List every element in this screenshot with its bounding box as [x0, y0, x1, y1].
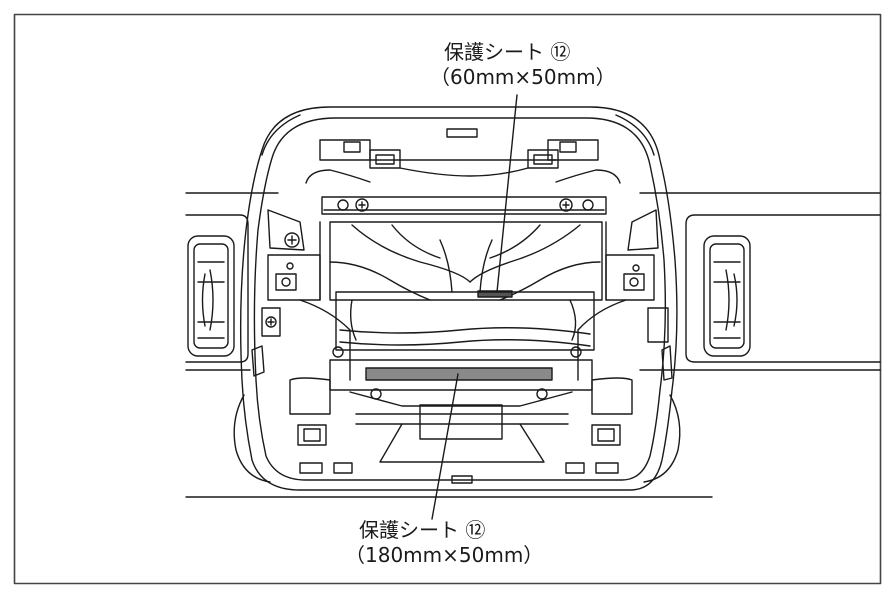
protective-sheet-small: [477, 290, 513, 298]
center-opening: [329, 221, 603, 301]
callout-top: 保護シート ⑫ （60mm×50mm）: [430, 40, 616, 90]
leader-line-bottom: [431, 373, 459, 520]
left-air-vent: [185, 214, 249, 363]
outer-bezel: [233, 106, 681, 491]
callout-bottom-size: （180mm×50mm）: [345, 543, 544, 567]
leader-line-top: [496, 94, 518, 293]
dash-line-right: [639, 192, 881, 371]
bottom-clips: [297, 424, 621, 484]
callout-bottom: 保護シート ⑫ （180mm×50mm）: [345, 518, 543, 568]
upper-bracket: [305, 169, 621, 215]
callout-bottom-name: 保護シート ⑫: [359, 518, 486, 542]
protective-sheet-large: [365, 367, 553, 381]
callout-top-name: 保護シート ⑫: [444, 40, 571, 64]
lower-wiring: [332, 291, 595, 358]
right-air-vent: [685, 214, 881, 363]
right-side-parts: [577, 209, 673, 381]
top-clips: [319, 128, 599, 177]
page-border: [13, 13, 882, 585]
callout-top-size: （60mm×50mm）: [430, 65, 616, 89]
dash-line-left: [185, 192, 279, 371]
lower-frame: [289, 359, 633, 463]
left-side-parts: [251, 209, 351, 381]
